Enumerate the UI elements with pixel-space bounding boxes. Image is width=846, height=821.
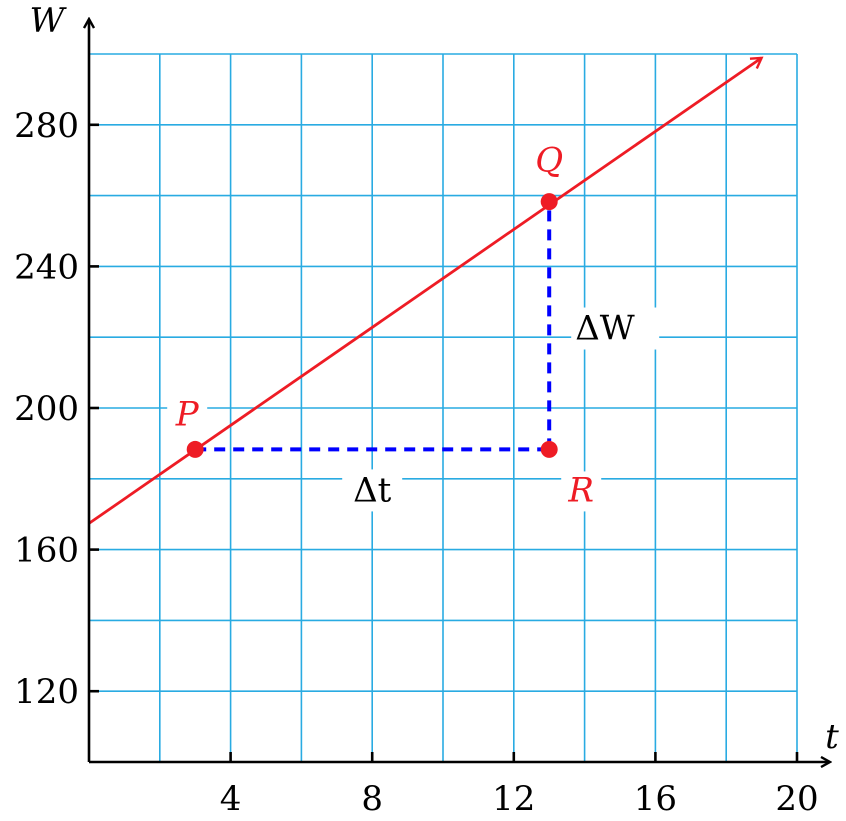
delta-t-label-bg [342, 469, 403, 512]
points: P Q R [167, 141, 602, 512]
point-label-bg [561, 471, 602, 512]
y-tick-label: 240 [14, 247, 79, 287]
x-tick-label: 20 [775, 779, 818, 819]
x-tick-label: 8 [361, 779, 383, 819]
x-tick-label: 4 [220, 779, 242, 819]
y-axis-label: W [30, 1, 68, 41]
point-label-bg [167, 395, 208, 436]
delta-w-label: ΔW [575, 309, 635, 349]
annotations: Δt ΔW [195, 201, 660, 512]
point-label-q: Q [535, 141, 563, 181]
grid [89, 53, 798, 762]
ticks: 4 8 12 16 20 120 160 200 240 280 [14, 106, 819, 819]
y-tick-label: 200 [14, 389, 79, 429]
y-tick-label: 280 [14, 106, 79, 146]
point-label-bg [529, 141, 570, 182]
x-axis-label: t [825, 717, 839, 757]
delta-w-label-bg [571, 307, 660, 350]
x-tick-label: 16 [634, 779, 677, 819]
x-tick-label: 12 [492, 779, 535, 819]
point-label-p: P [175, 394, 200, 434]
point-label-r: R [567, 470, 594, 510]
point-q [540, 193, 558, 211]
y-tick-label: 120 [14, 672, 79, 712]
axes: tW [30, 1, 839, 762]
y-tick-label: 160 [14, 531, 79, 571]
point-r [540, 440, 558, 458]
delta-t-label: Δt [353, 470, 392, 510]
point-p [186, 440, 204, 458]
